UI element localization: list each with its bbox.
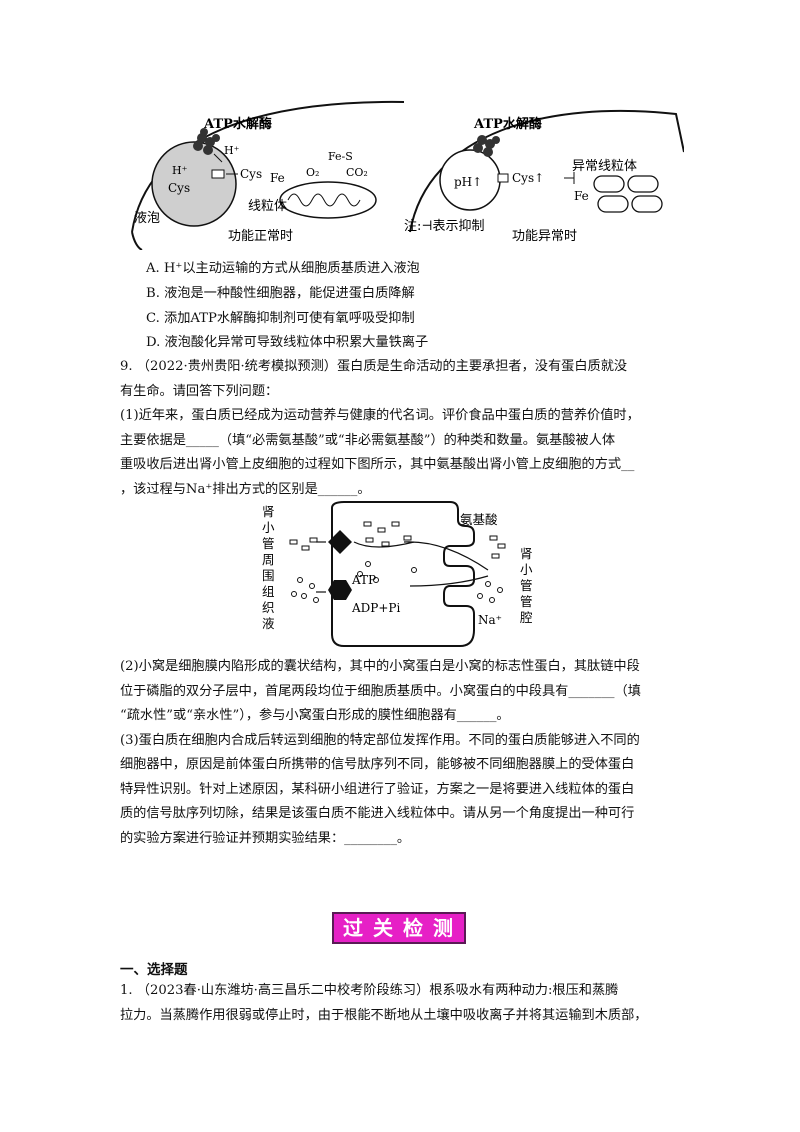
cys-in-label: Cys: [168, 181, 190, 195]
tubule-lumen-label: 肾 小 管 管 腔: [520, 546, 533, 625]
q9-p3-l3: 特异性识别。针对上述原因，某科研小组进行了验证，方案之一是将要进入线粒体的蛋白: [120, 782, 635, 797]
q9-p2-l1: (2)小窝是细胞膜内陷形成的囊状结构，其中的小窝蛋白是小窝的标志性蛋白，其肽链中…: [120, 659, 640, 674]
q9-line1: 9. （2022·贵州贵阳·统考模拟预测）蛋白质是生命活动的主要承担者，没有蛋白…: [120, 359, 628, 374]
cys-label-right: Cys↑: [512, 171, 544, 185]
svg-text:肾: 肾: [520, 546, 533, 561]
abnormal-mito-label: 异常线粒体: [572, 159, 637, 174]
svg-text:管: 管: [520, 594, 533, 609]
cys-out-label: Cys: [240, 167, 262, 181]
interstitial-fluid-label: 肾 小 管 周 围 组 织 液: [262, 504, 275, 631]
q9-p3-l1: (3)蛋白质在细胞内合成后转运到细胞的特定部位发挥作用。不同的蛋白质能够进入不同…: [120, 733, 640, 748]
adp-label: ADP+Pi: [351, 601, 400, 615]
option-a: A. H⁺以主动运输的方式从细胞质基质进入液泡: [146, 261, 420, 276]
co2-label: CO₂: [346, 166, 368, 179]
q9-line2: 有生命。请回答下列问题：: [120, 384, 279, 399]
q9-p3-l4: 质的信号肽序列切除，结果是该蛋白质不能进入线粒体中。请从另一个角度提出一种可行: [120, 806, 635, 821]
svg-text:腔: 腔: [520, 610, 533, 625]
fe-label-right: Fe: [574, 189, 589, 203]
svg-text:周: 周: [262, 552, 275, 567]
q9-p1-l4: ，该过程与Na⁺排出方式的区别是______。: [120, 482, 371, 497]
enzyme-label-left: ATP水解酶: [203, 116, 272, 132]
enzyme-label-right: ATP水解酶: [473, 116, 542, 132]
h-plus-in-label: H⁺: [172, 164, 188, 177]
na-label: Na⁺: [478, 613, 502, 627]
svg-text:肾: 肾: [262, 504, 275, 519]
inhibit-note: 注:⊣表示抑制: [404, 219, 485, 234]
option-b: B. 液泡是一种酸性细胞器，能促进蛋白质降解: [146, 286, 415, 301]
q9-p1-l2: 主要依据是_____（填“必需氨基酸”或“非必需氨基酸”）的种类和数量。氨基酸被…: [120, 433, 616, 448]
vacuole-label: 液泡: [134, 211, 160, 226]
option-d: D. 液泡酸化异常可导致线粒体中积累大量铁离子: [146, 335, 429, 350]
svg-text:液: 液: [262, 616, 275, 631]
mito-label: 线粒体: [248, 199, 287, 214]
ph-label: pH↑: [454, 175, 482, 189]
atp-label: ATP: [351, 573, 376, 587]
vacuole-mitochondria-figure: ATP水解酶 H⁺ H⁺ Cys Cys Fe O₂ Fe-S CO₂ 液泡 线…: [131, 100, 684, 250]
h-plus-out-label: H⁺: [224, 144, 240, 157]
amino-acid-label: 氨基酸: [460, 512, 498, 527]
option-c: C. 添加ATP水解酶抑制剂可使有氧呼吸受抑制: [146, 311, 415, 326]
q9-p2-l2: 位于磷脂的双分子层中，首尾两段均位于细胞质基质中。小窝蛋白的中段具有______…: [120, 684, 641, 699]
q9-p1-l1: (1)近年来，蛋白质已经成为运动营养与健康的代名词。评价食品中蛋白质的营养价值时…: [120, 408, 640, 423]
q1-line2: 拉力。当蒸腾作用很弱或停止时，由于根能不断地从土壤中吸收离子并将其运输到木质部，: [120, 1008, 648, 1023]
svg-text:小: 小: [262, 520, 275, 535]
kidney-tubule-figure: 肾 小 管 周 围 组 织 液 肾 小 管 管 腔: [262, 501, 533, 647]
fe-label-left: Fe: [270, 171, 285, 185]
fes-label: Fe-S: [328, 150, 353, 163]
caption-abnormal: 功能异常时: [512, 229, 577, 244]
q9-p2-l3: “疏水性”或“亲水性”），参与小窝蛋白形成的膜性细胞器有______。: [120, 708, 510, 723]
q1-line1: 1. （2023春·山东潍坊·高三昌乐二中校考阶段练习）根系吸水有两种动力:根压…: [120, 983, 619, 998]
svg-text:组: 组: [262, 584, 275, 599]
svg-text:管: 管: [262, 536, 275, 551]
svg-text:织: 织: [262, 600, 275, 615]
q9-p3-l5: 的实验方案进行验证并预期实验结果：________。: [120, 831, 411, 846]
svg-text:管: 管: [520, 578, 533, 593]
caption-normal: 功能正常时: [228, 229, 293, 244]
svg-text:围: 围: [262, 568, 275, 583]
q9-p1-l3: 重吸收后进出肾小管上皮细胞的过程如下图所示，其中氨基酸出肾小管上皮细胞的方式__: [120, 457, 635, 472]
q9-p3-l2: 细胞器中，原因是前体蛋白所携带的信号肽序列不同，能够被不同细胞器膜上的受体蛋白: [120, 757, 635, 772]
o2-label: O₂: [306, 166, 319, 179]
svg-text:小: 小: [520, 562, 533, 577]
section-banner: 过关检测: [332, 912, 466, 944]
section-title: 一、选择题: [120, 962, 188, 978]
